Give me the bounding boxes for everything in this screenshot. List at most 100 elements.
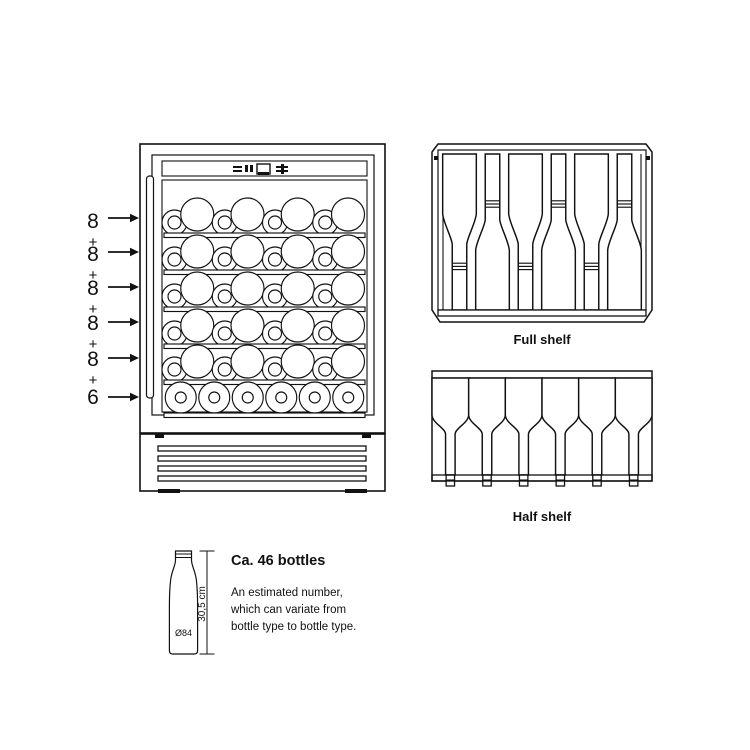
bottle-base-inner-6-2 [208,391,221,404]
bottle-base-2-6 [280,234,315,269]
cabinet-plinth [139,433,386,492]
cabinet-shelves [161,197,366,419]
capacity-arrow-head-1 [130,213,139,223]
bottle-end-inner-3-7 [318,289,333,304]
capacity-arrow-head-6 [130,392,139,402]
shelf-plate-4 [163,343,366,350]
bottle-base-inner-6-6 [342,391,355,404]
bottle-end-inner-5-5 [267,362,283,377]
bottle-end-inner-4-1 [167,326,182,341]
bottle-base-3-2 [180,271,215,306]
bottle-end-inner-2-5 [267,252,283,267]
bottle-end-inner-3-5 [267,289,283,304]
bottle-end-inner-1-5 [267,215,283,230]
count-plus-1: + [89,234,98,251]
bottle-base-inner-6-1 [174,391,187,404]
bottle-base-1-6 [280,197,315,232]
bottle-base-4-8 [330,308,366,343]
cabinet-shelf-row-1 [161,197,366,239]
shelf-count-4: 8 [87,312,99,335]
reference-bottle-drawing: 30,5 cm Ø84 [168,550,215,655]
plinth-bracket-right [362,433,371,438]
capacity-arrow-head-5 [130,353,139,363]
bottle-base-3-6 [280,271,315,306]
shelf-plate-5 [163,379,366,386]
capacity-arrow-head-4 [130,317,139,327]
bottle-base-2-2 [180,234,215,269]
bottle-end-inner-3-1 [167,289,182,304]
bottle-base-inner-6-3 [241,391,254,404]
shelf-count-1: 8 [87,210,99,233]
capacity-arrow-head-3 [130,282,139,292]
full-shelf-view [431,143,653,323]
cabinet-shelf-row-5 [161,344,366,386]
bottle-end-inner-1-7 [318,215,333,230]
half-shelf-base-strip [431,474,653,482]
bottle-height-label: 30,5 cm [197,586,208,622]
bottle-end-inner-5-3 [217,362,232,377]
count-plus-3: + [89,301,98,318]
shelf-capacity-column: 8+8+8+8+8+6 [87,210,139,409]
shelf-count-3: 8 [87,277,99,300]
count-plus-4: + [89,336,98,353]
bottle-base-3-4 [230,271,265,306]
door-handle[interactable] [145,175,155,399]
cabinet-shelf-row-2 [161,234,366,276]
count-plus-5: + [89,372,98,389]
bottle-base-4-2 [180,308,215,343]
bottle-end-inner-2-7 [318,252,333,267]
bottle-base-2-4 [230,234,265,269]
shelf-count-6: 6 [87,386,99,409]
bottle-base-inner-6-4 [275,391,288,404]
shelf-plate-2 [163,269,366,276]
shelf-plate-3 [163,306,366,313]
shelf-count-2: 8 [87,243,99,266]
bottle-base-inner-6-5 [308,391,321,404]
bottle-end-inner-5-1 [167,362,182,377]
bottle-base-2-8 [330,234,366,269]
full-shelf-label: Full shelf [513,332,571,347]
foot-left [158,489,180,493]
ventilation-grille [157,445,367,482]
bottle-end-inner-1-1 [167,215,182,230]
shelf-plate-6 [163,412,366,419]
bottle-base-5-2 [180,344,215,379]
cabinet-shelf-row-3 [161,271,366,313]
bottle-end-inner-4-7 [318,326,333,341]
foot-right [345,489,367,493]
wine-cooler-cabinet [139,143,386,493]
shelf-plate-1 [163,232,366,239]
bottle-outline [168,550,199,655]
bottle-end-inner-5-7 [318,362,333,377]
capacity-note-heading: Ca. 46 bottles [231,553,325,569]
half-shelf-label: Half shelf [513,509,572,524]
bottle-base-1-8 [330,197,366,232]
full-shelf-base-strip [437,309,647,317]
bottle-end-inner-4-5 [267,326,283,341]
bottle-end-inner-4-3 [217,326,232,341]
bottle-base-3-8 [330,271,366,306]
plinth-bracket-left [155,433,164,438]
bottle-base-5-8 [330,344,366,379]
bottle-base-4-6 [280,308,315,343]
bottle-base-4-4 [230,308,265,343]
bottle-end-inner-2-3 [217,252,232,267]
shelf-count-5: 8 [87,348,99,371]
full-shelf-pin-left [434,156,438,160]
capacity-note-line2: which can variate from [230,604,346,616]
bottle-end-inner-3-3 [217,289,232,304]
capacity-note-line3: bottle type to bottle type. [231,621,356,633]
control-panel-display[interactable] [233,163,288,175]
full-shelf-pin-right [646,156,650,160]
bottle-base-1-2 [180,197,215,232]
capacity-arrow-head-2 [130,247,139,257]
bottle-base-5-6 [280,344,315,379]
cabinet-shelf-row-6 [163,381,366,419]
bottle-end-inner-2-1 [167,252,182,267]
half-shelf-view [431,370,653,487]
cabinet-shelf-row-4 [161,308,366,350]
bottle-base-1-4 [230,197,265,232]
bottle-base-5-4 [230,344,265,379]
capacity-note-line1: An estimated number, [231,587,343,599]
